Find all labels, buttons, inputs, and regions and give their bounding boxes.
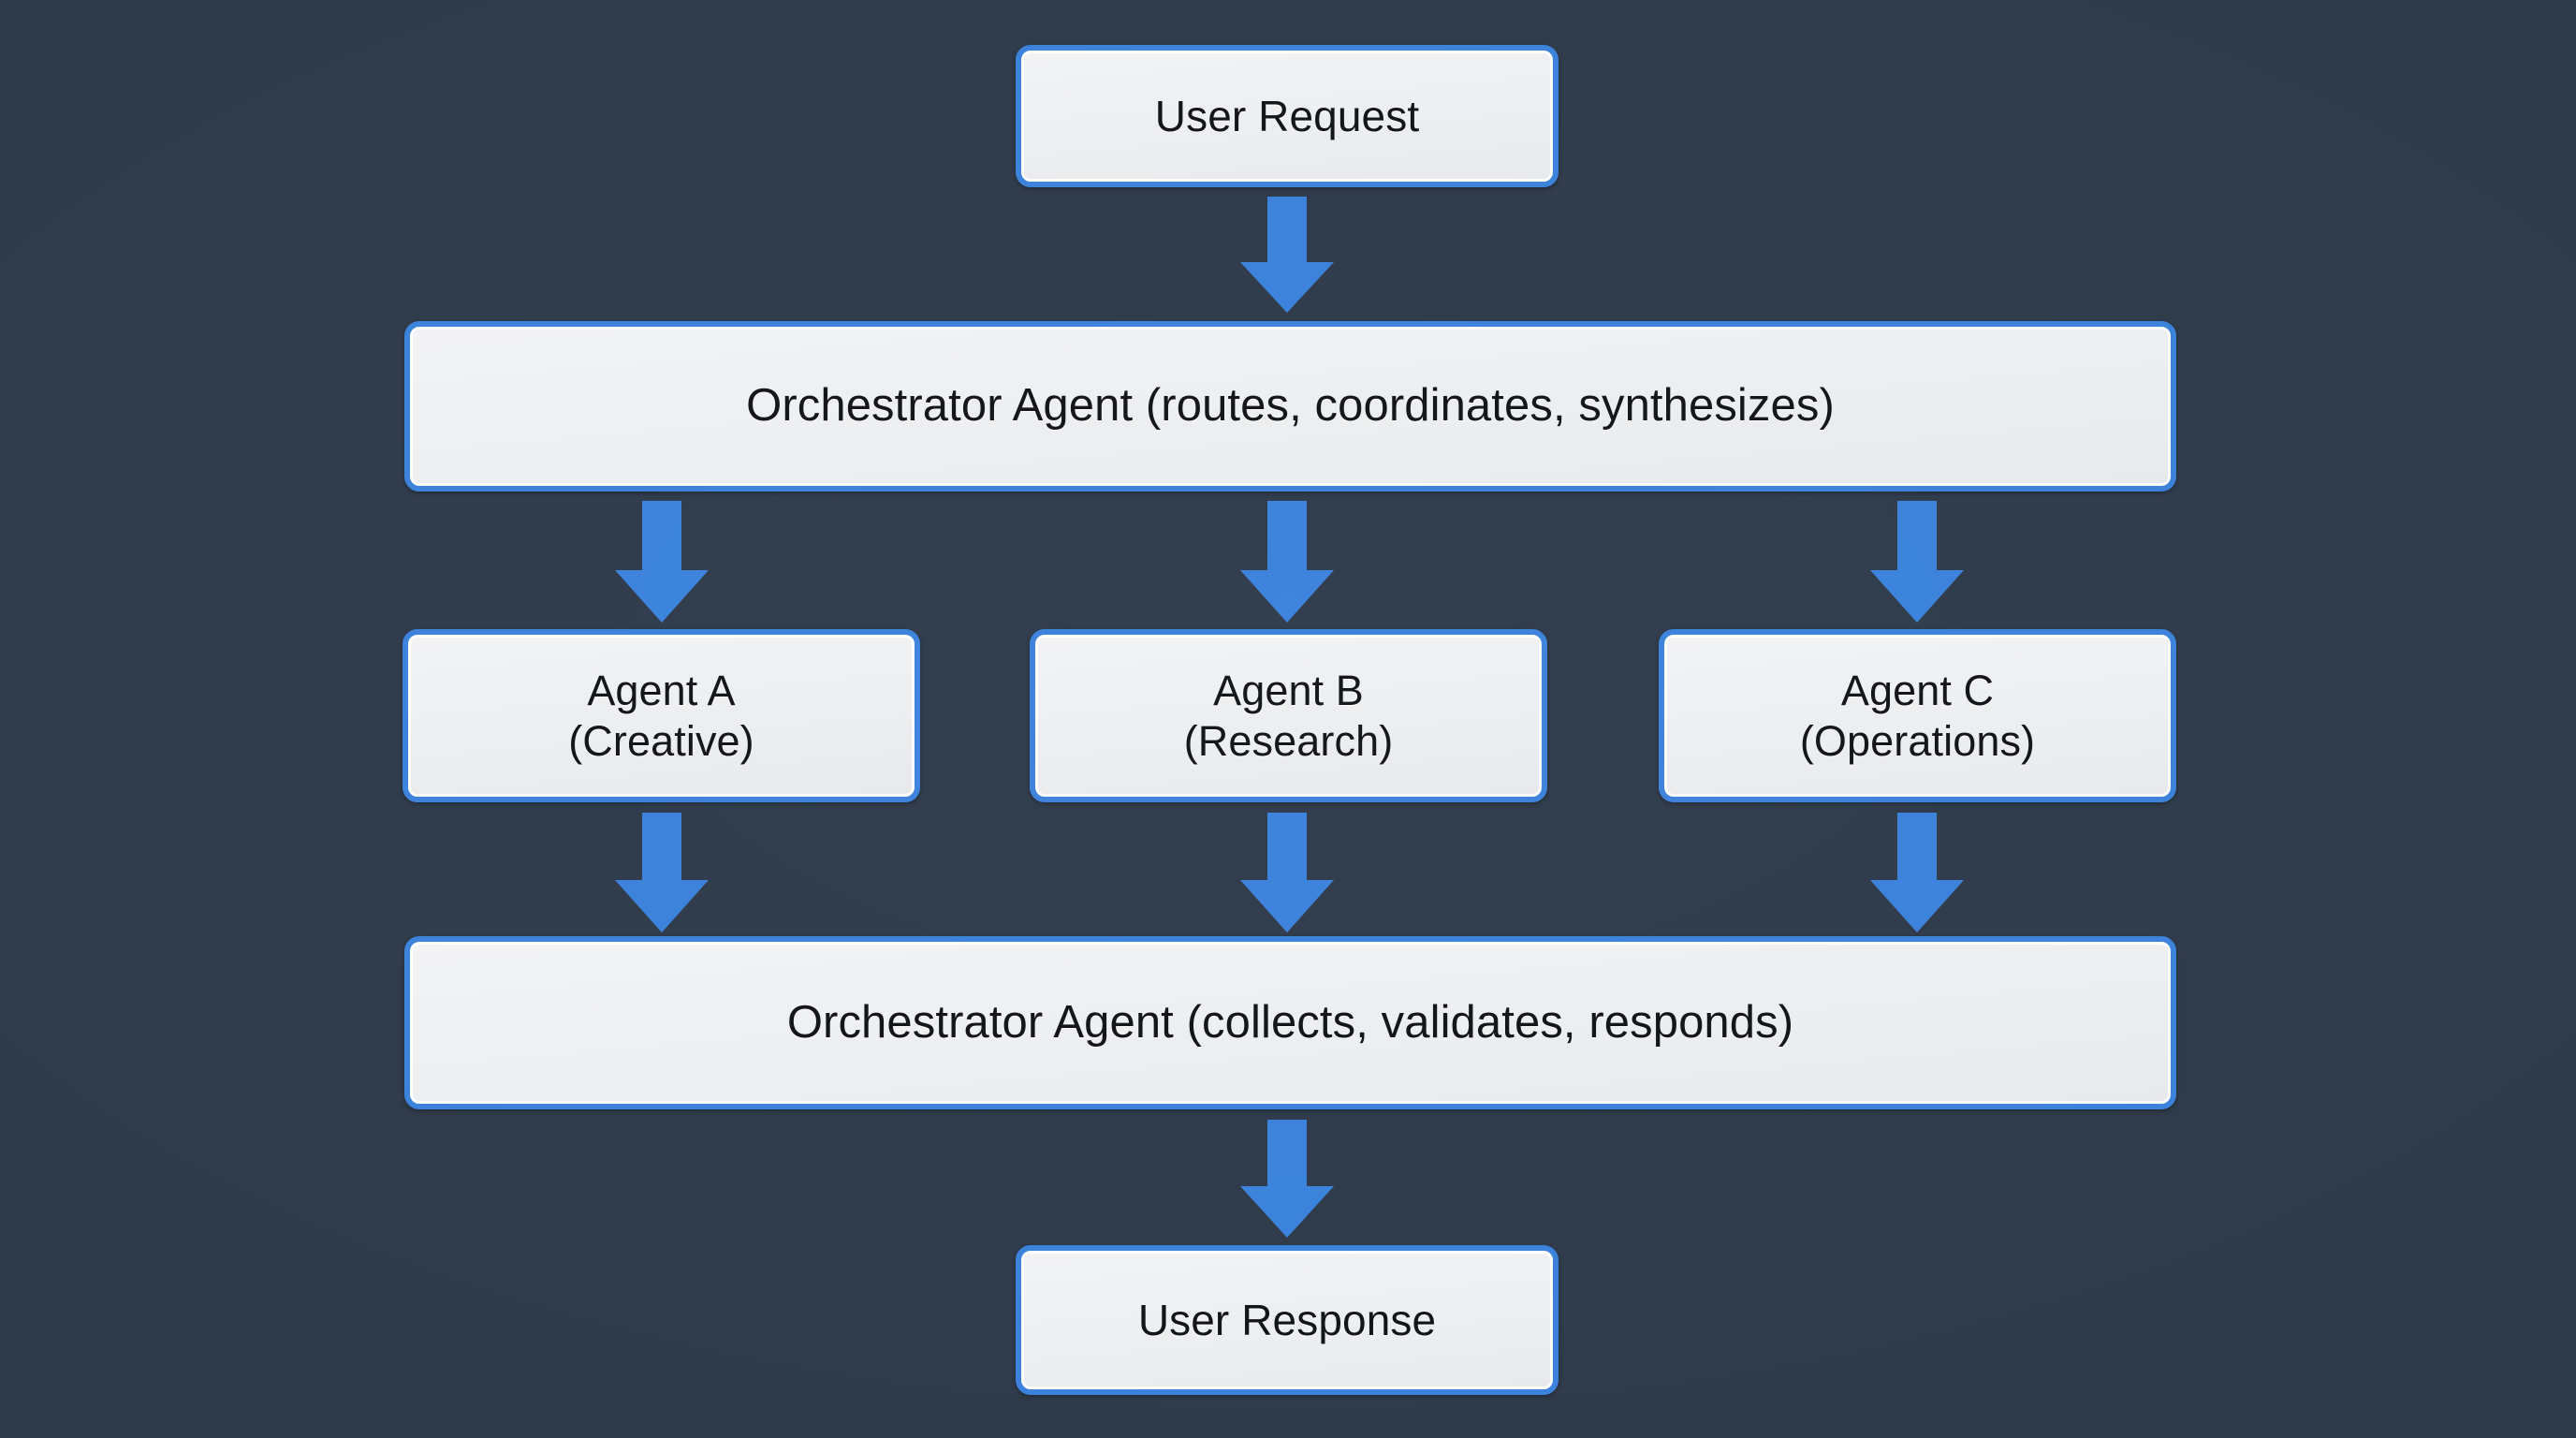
node-agent-c-line1: Agent C [1840,667,1995,715]
node-orchestrator-bottom[interactable]: Orchestrator Agent (collects, validates,… [404,936,2176,1109]
node-orchestrator-top[interactable]: Orchestrator Agent (routes, coordinates,… [404,321,2176,492]
node-agent-b-label: Agent B(Research) [1184,666,1394,765]
node-agent-a-line1: Agent A [587,667,736,715]
node-agent-a[interactable]: Agent A(Creative) [402,629,920,802]
node-orchestrator-bottom-label: Orchestrator Agent (collects, validates,… [786,996,1794,1048]
node-orchestrator-top-label: Orchestrator Agent (routes, coordinates,… [746,380,1835,432]
arrow-orchestrator-bottom-to-user-response [1240,1120,1334,1238]
arrow-user-request-to-orchestrator-top [1240,197,1334,313]
arrow-agent-a-to-orchestrator-bottom [615,813,709,932]
node-agent-a-line2: (Creative) [568,716,754,765]
node-agent-c-line2: (Operations) [1799,716,2036,765]
node-agent-a-label: Agent A(Creative) [568,666,754,765]
node-user-request-label: User Request [1154,91,1420,140]
arrow-agent-b-to-orchestrator-bottom [1240,813,1334,932]
node-user-response[interactable]: User Response [1016,1245,1559,1395]
arrow-orchestrator-top-to-agent-a [615,501,709,623]
node-user-response-label: User Response [1137,1295,1437,1344]
node-agent-b[interactable]: Agent B(Research) [1030,629,1547,802]
arrow-agent-c-to-orchestrator-bottom [1870,813,1964,932]
node-agent-b-line1: Agent B [1213,667,1364,715]
node-user-request[interactable]: User Request [1016,45,1559,187]
node-agent-b-line2: (Research) [1183,716,1394,765]
arrow-orchestrator-top-to-agent-b [1240,501,1334,623]
node-agent-c[interactable]: Agent C(Operations) [1659,629,2176,802]
node-agent-c-label: Agent C(Operations) [1800,666,2035,765]
arrow-orchestrator-top-to-agent-c [1870,501,1964,623]
